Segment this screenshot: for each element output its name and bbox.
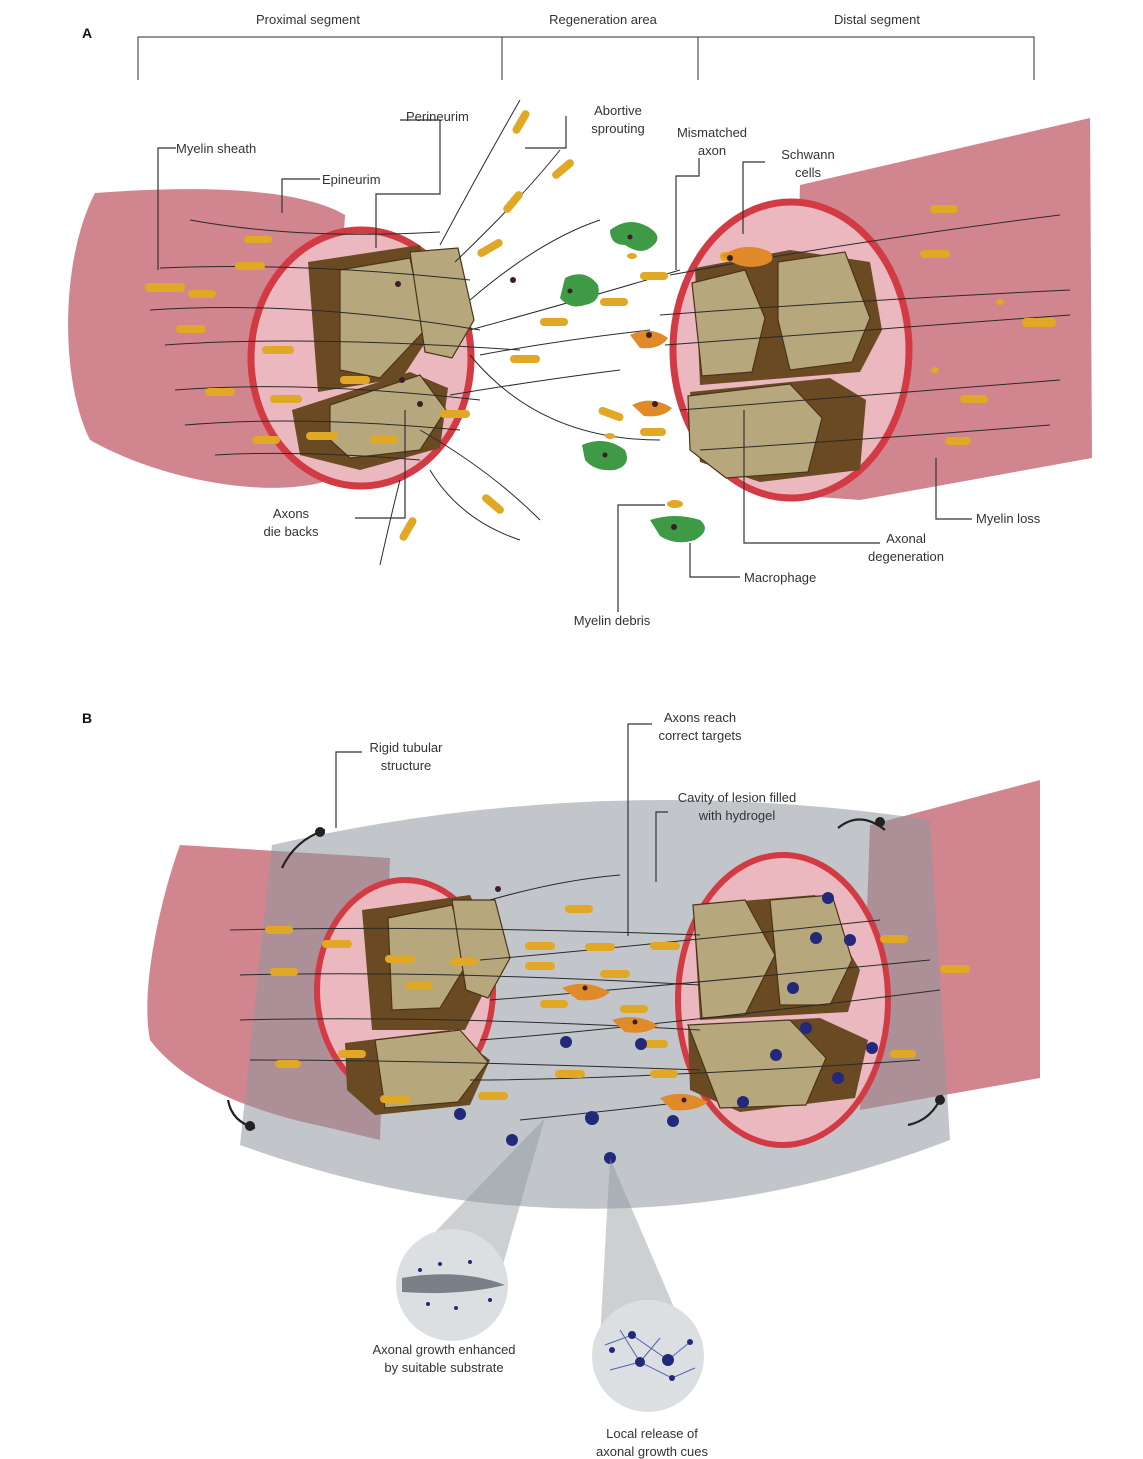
distal-fascicles [688,250,882,482]
axonal-degeneration-label-1: Axonal [886,531,926,546]
axons-die-backs-label-2: die backs [264,524,319,539]
myelin-loss-label: Myelin loss [976,511,1041,526]
rigid-tubular-label-1: Rigid tubular [370,740,444,755]
axonal-degeneration-label-2: degeneration [868,549,944,564]
cues-magnifier [592,1300,704,1412]
panel-a-label: A [82,25,92,41]
abortive-sprouting-label-2: sprouting [591,121,644,136]
panel-b-label: B [82,710,92,726]
axonal-growth-label-1: Axonal growth enhanced [372,1342,515,1357]
schwann-cells-label-1: Schwann [781,147,834,162]
segment-bracket [138,37,1034,80]
mismatched-axon-label-2: axon [698,143,726,158]
axons-die-backs-label-1: Axons [273,506,310,521]
epineurim-label: Epineurim [322,172,381,187]
cavity-label-1: Cavity of lesion filled [678,790,797,805]
rigid-tubular-label-2: structure [381,758,432,773]
proximal-segment-label: Proximal segment [256,12,360,27]
local-release-label-2: axonal growth cues [596,1444,709,1459]
axonal-growth-label-2: by suitable substrate [384,1360,503,1375]
cavity-label-2: with hydrogel [698,808,776,823]
panel-b: B [82,710,1040,1459]
regeneration-area-label: Regeneration area [549,12,657,27]
abortive-sprouting-label-1: Abortive [594,103,642,118]
axons-reach-label-2: correct targets [658,728,742,743]
myelin-debris-label: Myelin debris [574,613,651,628]
axons-reach-label-1: Axons reach [664,710,736,725]
myelin-sheath-label: Myelin sheath [176,141,256,156]
macrophage-label: Macrophage [744,570,816,585]
distal-segment-label: Distal segment [834,12,920,27]
mismatched-axon-label-1: Mismatched [677,125,747,140]
panel-a: A Proximal segment Regeneration area Dis… [68,12,1092,628]
perineurim-label: Perineurim [406,109,469,124]
schwann-cells-label-2: cells [795,165,822,180]
local-release-label-1: Local release of [606,1426,698,1441]
